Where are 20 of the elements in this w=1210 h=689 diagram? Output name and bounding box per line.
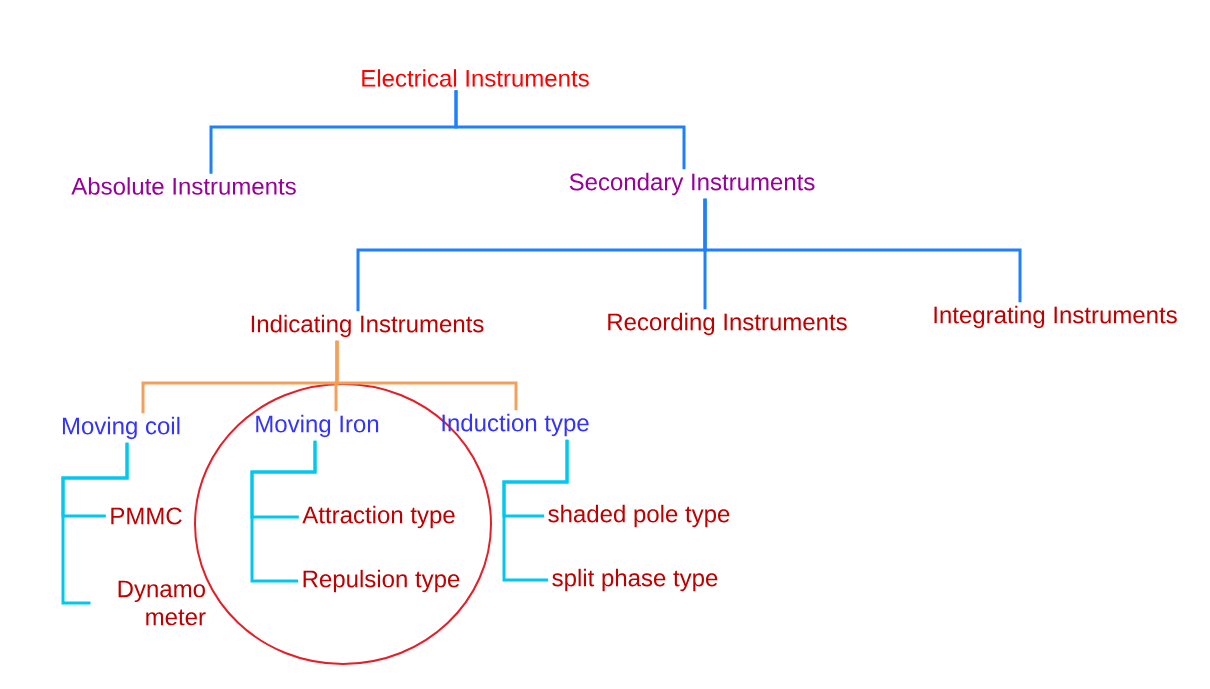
subtype-label: split phase type [552,568,718,592]
connector-line [335,340,518,411]
connector-line [61,442,129,605]
connector-line [703,198,1022,303]
connector-line [502,439,569,582]
connector-line [250,440,317,583]
category-label: Secondary Instruments [569,172,815,196]
category-label: Indicating Instruments [251,314,484,338]
category-label: Integrating Instruments [934,305,1177,329]
category-label: Absolute Instruments [71,177,296,195]
subtype-label: Attraction type [302,505,455,529]
subtype-label: Dynamo meter [118,580,206,626]
subtype-label: shaded pole type [548,504,730,528]
root-label: Electrical Instruments [362,69,589,87]
subtype-label: PMMC [111,507,182,525]
category-label: Recording Instruments [608,312,847,336]
subtype-label: Repulsion type [303,569,460,593]
type-label: Moving Iron [256,414,379,438]
type-label: Moving coil [62,416,180,440]
connector-line [454,90,686,170]
